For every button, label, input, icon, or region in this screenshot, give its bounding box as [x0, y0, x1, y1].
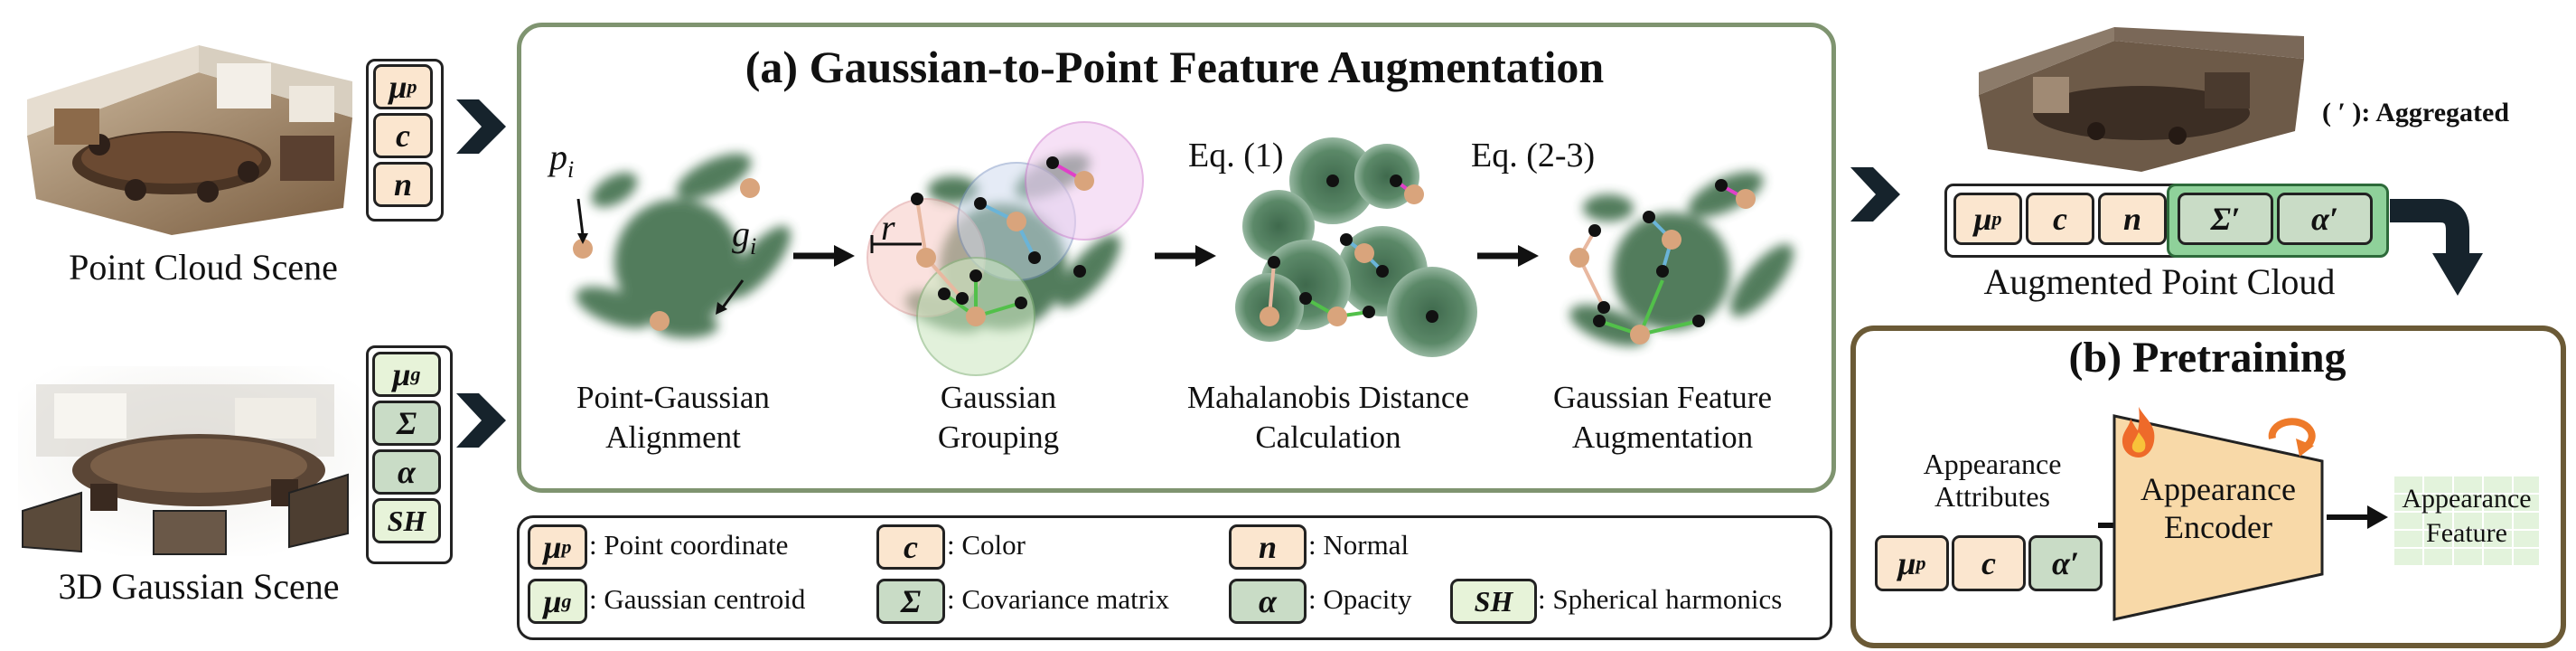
- legend-normal-chip: n: [1229, 524, 1307, 570]
- aug-normal-chip: n: [2098, 193, 2167, 245]
- grouping-diagram: [866, 121, 1144, 376]
- panel-b-title: (b) Pretraining: [2068, 334, 2347, 382]
- legend-gaussian-centroid: : Gaussian centroid: [589, 583, 806, 615]
- alignment-diagram: [573, 153, 791, 338]
- normal-chip: n: [373, 162, 433, 207]
- fire-icon: [2122, 407, 2155, 458]
- augmented-point-cloud-image: [1961, 23, 2313, 176]
- legend-color-chip: c: [876, 524, 945, 570]
- refresh-icon: [2268, 418, 2316, 457]
- pretrain-arrow-icon: [2390, 199, 2483, 296]
- gaussian-input-arrow-icon: [456, 393, 506, 448]
- step-arrow-icon: [793, 245, 855, 267]
- augment-output-arrow-icon: [1850, 167, 1900, 222]
- pt-alpha-prime-chip: α′: [2028, 535, 2103, 591]
- legend-color: : Color: [947, 529, 1026, 561]
- gaussian-caption: 3D Gaussian Scene: [58, 566, 340, 607]
- alpha-chip: α: [372, 449, 441, 495]
- gaussian-label: gi: [732, 213, 757, 259]
- legend-normal: : Normal: [1308, 529, 1410, 561]
- legend-covariance: : Covariance matrix: [947, 583, 1170, 615]
- aug-color-chip: c: [2026, 193, 2094, 245]
- appearance-feature-block: [2394, 475, 2539, 565]
- step-arrow-icon: [1477, 245, 1539, 267]
- panel-a-title: (a) Gaussian-to-Point Feature Augmentati…: [745, 42, 1605, 92]
- aug-alpha-prime-chip: α′: [2277, 193, 2373, 245]
- mahalanobis-diagram: [1235, 137, 1477, 357]
- step-arrow-icon: [1155, 245, 1216, 267]
- point-cloud-caption: Point Cloud Scene: [69, 247, 338, 288]
- legend-opacity: : Opacity: [1308, 583, 1412, 615]
- legend-alpha-chip: α: [1229, 579, 1307, 624]
- augmentation-diagram: [1569, 171, 1794, 346]
- point-cloud-scene-image: [18, 36, 361, 240]
- point-marker-icon: [573, 239, 593, 259]
- equation-2-3-label: Eq. (2-3): [1471, 137, 1596, 175]
- radius-label: r: [881, 207, 895, 248]
- legend-box: [517, 515, 1832, 640]
- aggregated-note: ( ′ ): Aggregated: [2322, 98, 2509, 127]
- point-input-arrow-icon: [456, 99, 506, 154]
- sh-chip: SH: [372, 498, 441, 543]
- color-chip: c: [373, 113, 433, 158]
- appearance-encoder: [2112, 414, 2324, 621]
- gaussian-scene-image: [18, 366, 366, 556]
- legend-spherical: : Spherical harmonics: [1538, 583, 1783, 615]
- aug-sigma-prime-chip: Σ′: [2178, 193, 2273, 245]
- point-label: pi: [549, 137, 575, 183]
- encoder-output-arrow-icon: [2327, 505, 2388, 529]
- sigma-chip: Σ: [372, 401, 441, 446]
- pt-color-chip: c: [1952, 535, 2026, 591]
- legend-point-coordinate: : Point coordinate: [589, 529, 789, 561]
- augmented-caption: Augmented Point Cloud: [1983, 261, 2336, 302]
- legend-sh-chip: SH: [1450, 579, 1537, 624]
- legend-sigma-chip: Σ: [876, 579, 945, 624]
- equation-1-label: Eq. (1): [1188, 137, 1284, 175]
